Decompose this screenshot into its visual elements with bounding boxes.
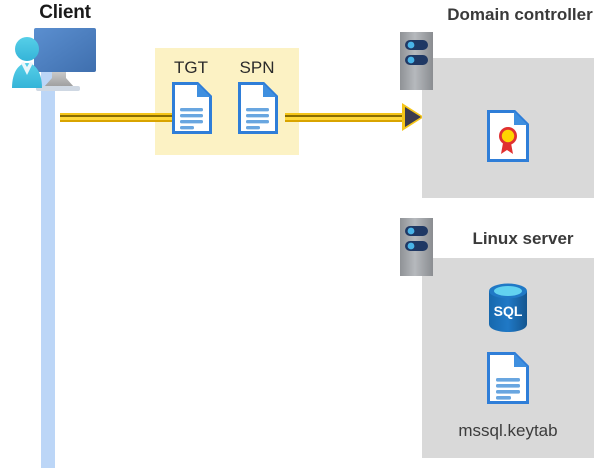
certificate-document-icon (487, 110, 529, 162)
spn-label: SPN (239, 58, 275, 77)
keytab-document-icon (487, 352, 529, 404)
sql-database-icon: SQL (486, 282, 530, 334)
message-arrow-line-right (285, 113, 407, 122)
linux-server-icon (400, 218, 433, 276)
message-arrow-line-left (60, 113, 180, 122)
domain-controller-server-icon (400, 32, 433, 90)
client-lifeline (41, 72, 55, 468)
spn-document-icon (238, 82, 278, 134)
client-label: Client (39, 2, 91, 23)
tgt-document-icon (172, 82, 212, 134)
tgt-label: TGT (174, 58, 208, 77)
sql-database-label: SQL (494, 303, 523, 319)
linux-server-title: Linux server (472, 229, 574, 248)
domain-controller-title: Domain controller (447, 5, 593, 24)
keytab-filename-label: mssql.keytab (458, 421, 558, 440)
message-arrow-head-icon (405, 107, 421, 127)
client-computer-user-icon (8, 26, 104, 94)
